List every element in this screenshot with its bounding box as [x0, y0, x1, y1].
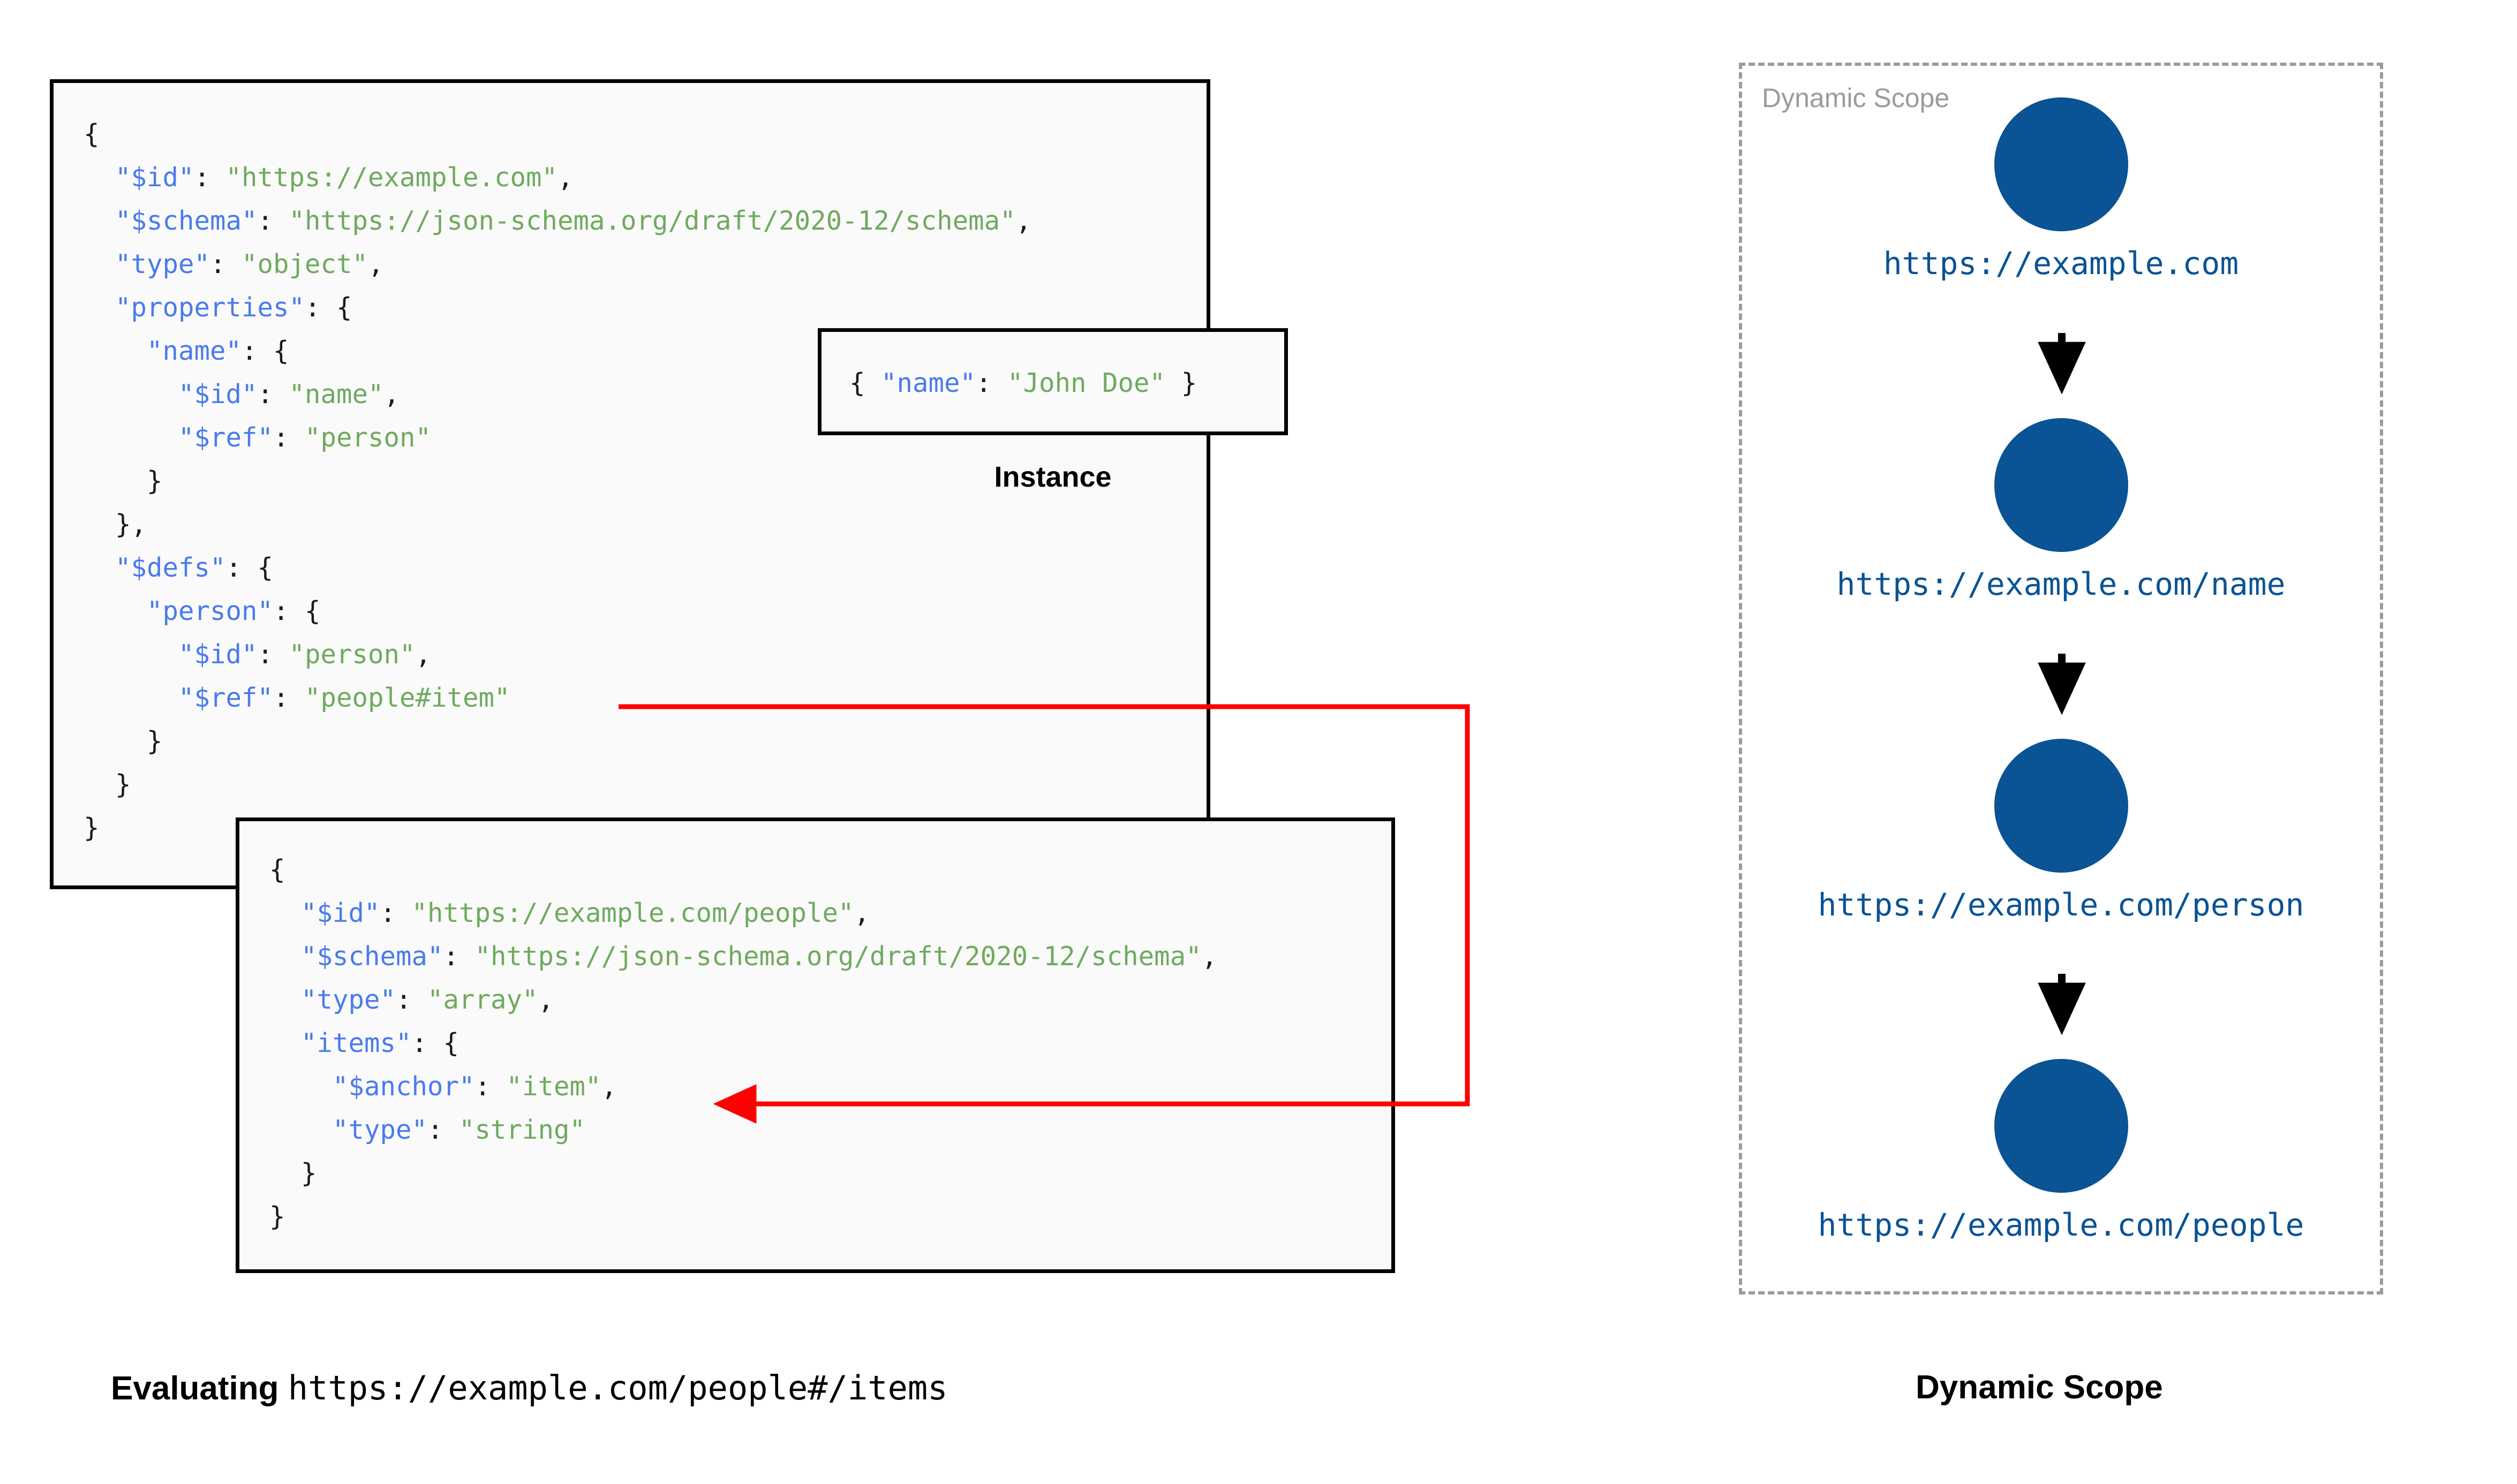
people-schema-code: { "$id": "https://example.com/people", "… [269, 854, 1218, 1232]
people-schema-box: { "$id": "https://example.com/people", "… [236, 817, 1395, 1273]
scope-node-0: https://example.com [1739, 97, 2383, 282]
dynamic-scope-panel-label: Dynamic Scope [1762, 83, 1950, 113]
scope-node-circle-icon [1994, 739, 2128, 873]
dynamic-scope-caption: Dynamic Scope [1916, 1369, 2163, 1406]
scope-node-circle-icon [1994, 1059, 2128, 1193]
evaluating-caption: Evaluating https://example.com/people#/i… [111, 1368, 948, 1407]
scope-node-3: https://example.com/people [1739, 1059, 2383, 1243]
dynamic-scope-panel [1739, 63, 2383, 1294]
instance-box: { "name": "John Doe" } [818, 328, 1288, 435]
scope-node-circle-icon [1994, 418, 2128, 552]
scope-node-url: https://example.com/name [1836, 566, 2286, 602]
scope-node-1: https://example.com/name [1739, 418, 2383, 602]
scope-node-circle-icon [1994, 97, 2128, 231]
scope-node-url: https://example.com [1883, 245, 2239, 282]
instance-code: { "name": "John Doe" } [849, 368, 1197, 398]
evaluating-label: Evaluating [111, 1370, 279, 1407]
scope-node-2: https://example.com/person [1739, 739, 2383, 923]
scope-node-url: https://example.com/person [1818, 887, 2304, 923]
root-schema-code: { "$id": "https://example.com", "$schema… [84, 119, 1032, 843]
scope-node-url: https://example.com/people [1818, 1207, 2304, 1243]
evaluating-uri: https://example.com/people#/items [288, 1368, 948, 1407]
instance-caption: Instance [994, 461, 1112, 493]
